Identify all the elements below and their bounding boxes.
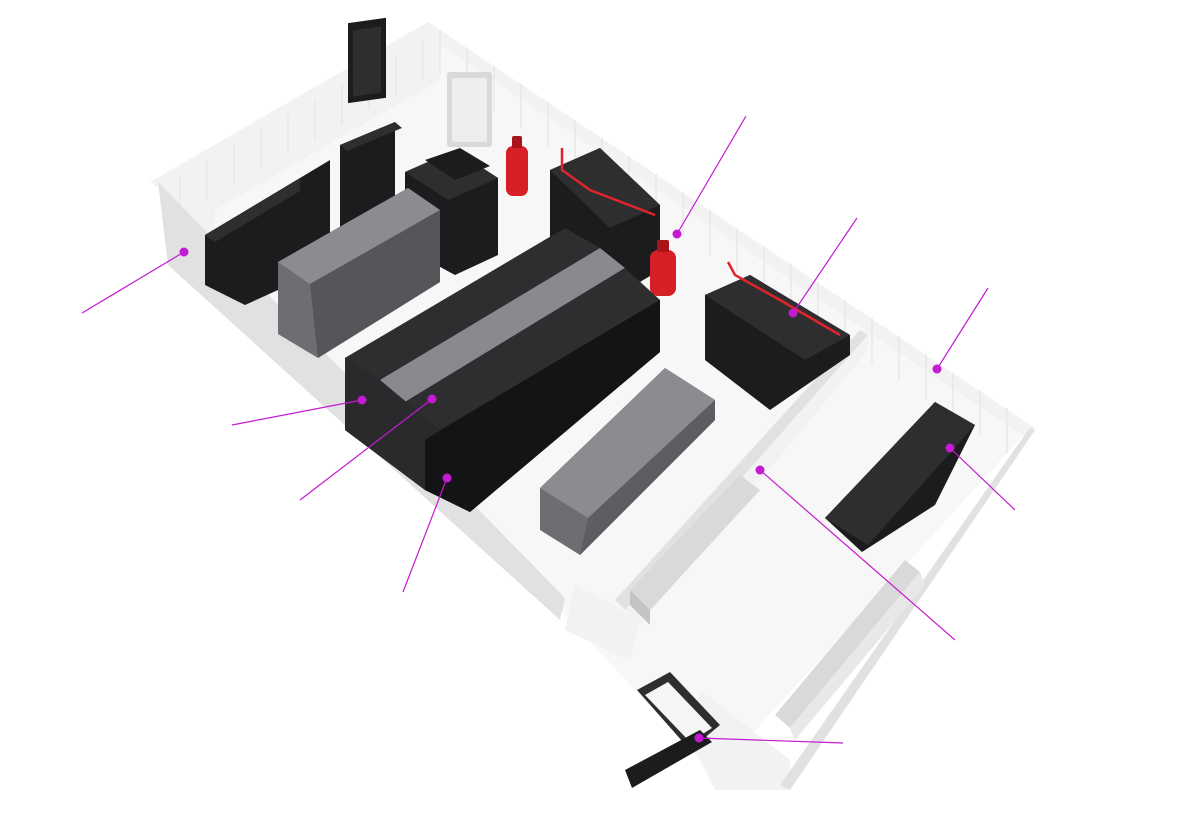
callout-line <box>936 287 989 370</box>
hotspot-rack-row-right[interactable] <box>402 473 452 593</box>
precision-ac-units-right <box>705 261 850 410</box>
callout-marker[interactable] <box>442 473 452 483</box>
server-rack-aisle <box>345 228 660 512</box>
fire-extinguisher-2 <box>650 240 676 296</box>
callout-line <box>759 469 956 641</box>
hotspot-room-enclosure[interactable] <box>81 247 189 314</box>
hotspot-power-cabinets[interactable] <box>755 465 956 641</box>
callout-marker[interactable] <box>427 394 437 404</box>
grey-cabinet-center <box>540 368 715 555</box>
fire-extinguisher-1 <box>506 136 528 196</box>
hotspot-rack-row-left[interactable] <box>231 395 367 426</box>
callout-layer <box>81 115 1016 744</box>
entrance-door <box>625 672 720 788</box>
light-cabinets-partition <box>630 475 760 625</box>
callout-line <box>949 447 1016 511</box>
wall-right-end <box>780 428 1035 790</box>
callout-marker[interactable] <box>357 395 367 405</box>
callout-line <box>231 399 363 426</box>
battery-cabinet <box>825 402 975 552</box>
grey-cabinet-left <box>278 188 440 358</box>
callout-line <box>81 251 185 314</box>
callout-marker[interactable] <box>672 229 682 239</box>
callout-marker[interactable] <box>932 364 942 374</box>
electrical-panel-face <box>452 78 487 142</box>
callout-line <box>402 477 448 593</box>
callout-line <box>698 737 844 744</box>
callout-line <box>792 217 858 314</box>
wall-front-right <box>565 585 640 660</box>
callout-marker[interactable] <box>788 308 798 318</box>
callout-marker[interactable] <box>179 247 189 257</box>
callout-marker[interactable] <box>945 443 955 453</box>
light-cabinets-right-wall <box>775 560 925 740</box>
open-frame-racks <box>205 122 402 305</box>
hotspot-room-wall[interactable] <box>932 287 989 374</box>
hotspot-precision-cooling[interactable] <box>788 217 858 318</box>
callout-line <box>299 398 433 501</box>
hotspot-entrance-door[interactable] <box>694 733 844 744</box>
hotspot-fire-suppression[interactable] <box>672 115 747 239</box>
back-door-panel <box>353 26 381 97</box>
wall-back-right <box>428 22 1035 436</box>
wall-seams <box>179 30 1008 453</box>
hotspot-battery-cabinet[interactable] <box>945 443 1016 511</box>
callout-marker[interactable] <box>755 465 765 475</box>
hotspot-cold-aisle-roof[interactable] <box>299 394 437 501</box>
callout-marker[interactable] <box>694 733 704 743</box>
callout-line <box>676 115 747 235</box>
